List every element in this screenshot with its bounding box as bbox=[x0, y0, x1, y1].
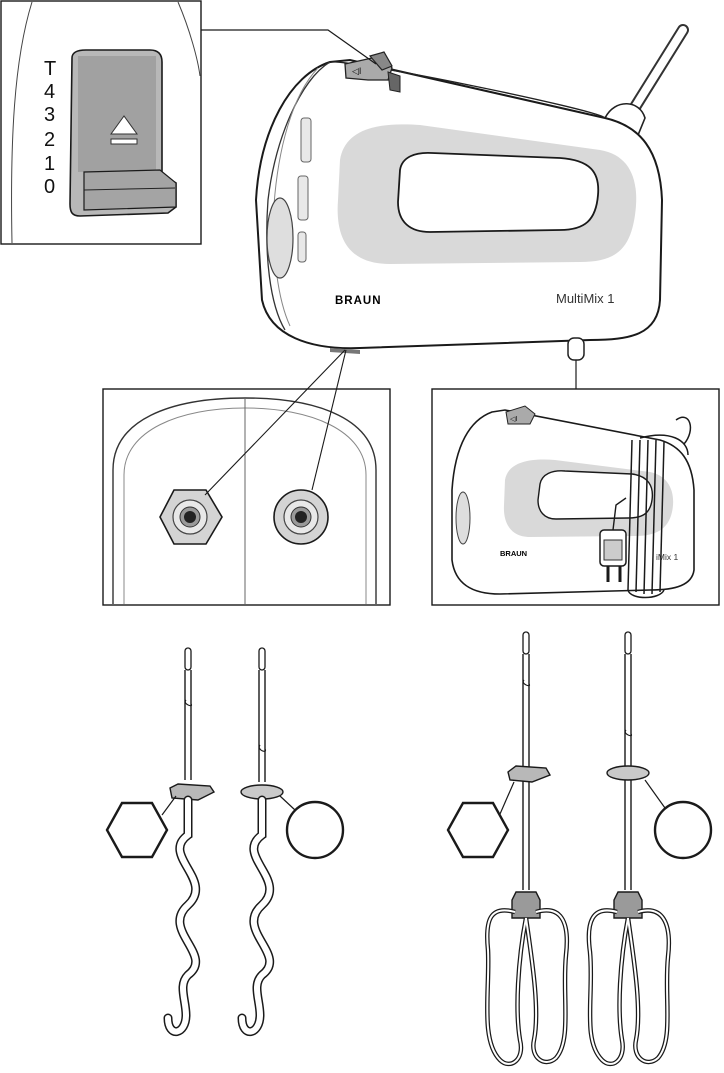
hexagon-icon bbox=[105, 801, 169, 859]
circle-icon bbox=[285, 800, 345, 860]
speed-label-t: T bbox=[44, 58, 56, 80]
socket-leader-line-right bbox=[311, 349, 347, 491]
eject-triangle-icon bbox=[110, 115, 138, 135]
circle-icon-beater bbox=[653, 800, 713, 860]
speed-label-2: 2 bbox=[44, 129, 55, 151]
speed-label-4: 4 bbox=[44, 81, 55, 103]
stored-model-label: iMix 1 bbox=[656, 552, 678, 562]
switch-leader-line bbox=[201, 29, 377, 65]
switch-mark: ◁I bbox=[352, 66, 361, 76]
svg-text:◁I: ◁I bbox=[510, 416, 517, 423]
round-socket bbox=[273, 489, 329, 545]
beater-hexagon bbox=[484, 631, 570, 1067]
wrapped-cord bbox=[627, 416, 692, 599]
sockets-detail-inset bbox=[102, 388, 391, 606]
switch-detail-inset: T 4 3 2 1 0 bbox=[0, 0, 202, 245]
handle-opening bbox=[397, 152, 600, 233]
beater-round bbox=[586, 631, 672, 1067]
speed-label-3: 3 bbox=[44, 104, 55, 126]
cord-storage-inset: ◁I BRAUN iMix 1 bbox=[431, 388, 720, 606]
front-dial-mark bbox=[266, 197, 294, 279]
socket-leader-line-left bbox=[204, 349, 346, 496]
stored-brand-logo: BRAUN bbox=[500, 549, 527, 558]
hexagon-socket bbox=[159, 489, 223, 545]
speed-label-0: 0 bbox=[44, 176, 55, 198]
hand-mixer: ◁I BRAUN MultiMix 1 bbox=[254, 24, 689, 361]
power-plug bbox=[599, 497, 627, 582]
hexagon-icon-beater bbox=[446, 801, 510, 859]
mixer-model-label: MultiMix 1 bbox=[556, 291, 615, 306]
dough-hook-hexagon bbox=[163, 647, 216, 1036]
speed-label-1: 1 bbox=[44, 153, 55, 175]
mixer-brand-logo: BRAUN bbox=[335, 295, 382, 307]
cord-hook bbox=[567, 337, 585, 361]
dough-hook-round bbox=[237, 647, 284, 1036]
